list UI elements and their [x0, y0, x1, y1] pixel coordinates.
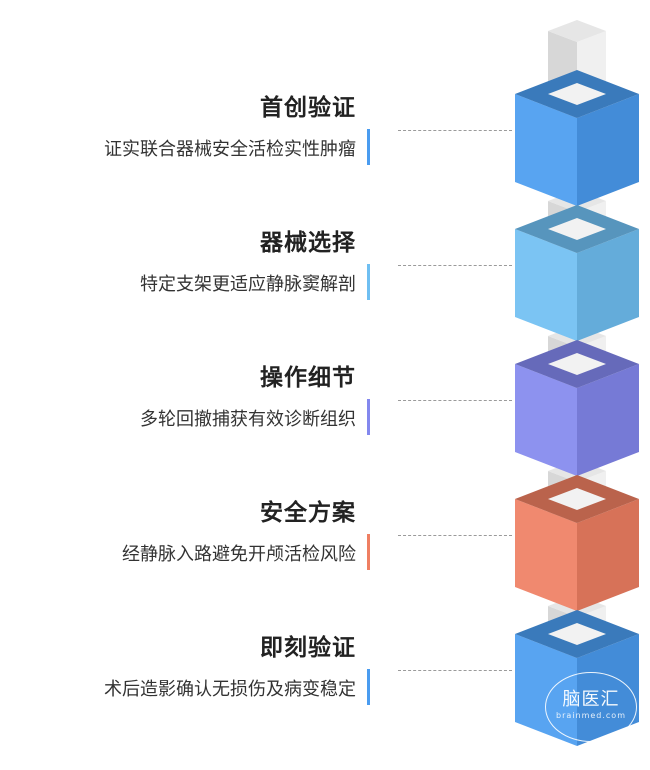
watermark-logo: 脑医汇 brainmed.com [545, 672, 637, 742]
step-description: 多轮回撤捕获有效诊断组织 [140, 409, 356, 430]
cube-tower [515, 20, 639, 746]
cube-right-face [577, 364, 639, 476]
connector-line [398, 265, 512, 266]
shaft-top-face [548, 488, 606, 510]
step-description: 术后造影确认无损伤及病变稳定 [104, 679, 356, 700]
shaft-top-face [548, 218, 606, 240]
accent-bar [367, 129, 370, 165]
step-title: 首创验证 [260, 95, 356, 121]
shaft-top-face [548, 623, 606, 645]
step-2: 器械选择 特定支架更适应静脉窦解剖 [0, 223, 370, 313]
step-title: 安全方案 [260, 500, 356, 526]
step-title: 操作细节 [260, 365, 356, 391]
connector-line [398, 670, 512, 671]
step-3: 操作细节 多轮回撤捕获有效诊断组织 [0, 358, 370, 448]
accent-bar [367, 534, 370, 570]
spacer-top-face [548, 20, 606, 42]
step-5: 即刻验证 术后造影确认无损伤及病变稳定 [0, 628, 370, 718]
cube-right-face [577, 229, 639, 341]
accent-bar [367, 399, 370, 435]
accent-bar [367, 669, 370, 705]
connector-line [398, 400, 512, 401]
step-title: 即刻验证 [260, 635, 356, 661]
step-title: 器械选择 [260, 230, 356, 256]
watermark-name: 脑医汇 [562, 689, 620, 710]
step-description: 经静脉入路避免开颅活检风险 [122, 544, 356, 565]
cube-left-face [515, 229, 577, 341]
connector-line [398, 130, 512, 131]
cube-right-face [577, 94, 639, 206]
shaft-top-face [548, 83, 606, 105]
step-1: 首创验证 证实联合器械安全活检实性肿瘤 [0, 88, 370, 178]
step-4: 安全方案 经静脉入路避免开颅活检风险 [0, 493, 370, 583]
cube-left-face [515, 499, 577, 611]
watermark-domain: brainmed.com [556, 711, 626, 720]
shaft-top-face [548, 353, 606, 375]
connector-line [398, 535, 512, 536]
cube-left-face [515, 94, 577, 206]
cube-right-face [577, 499, 639, 611]
step-description: 证实联合器械安全活检实性肿瘤 [104, 139, 356, 160]
cube-left-face [515, 364, 577, 476]
accent-bar [367, 264, 370, 300]
step-description: 特定支架更适应静脉窦解剖 [140, 274, 356, 295]
